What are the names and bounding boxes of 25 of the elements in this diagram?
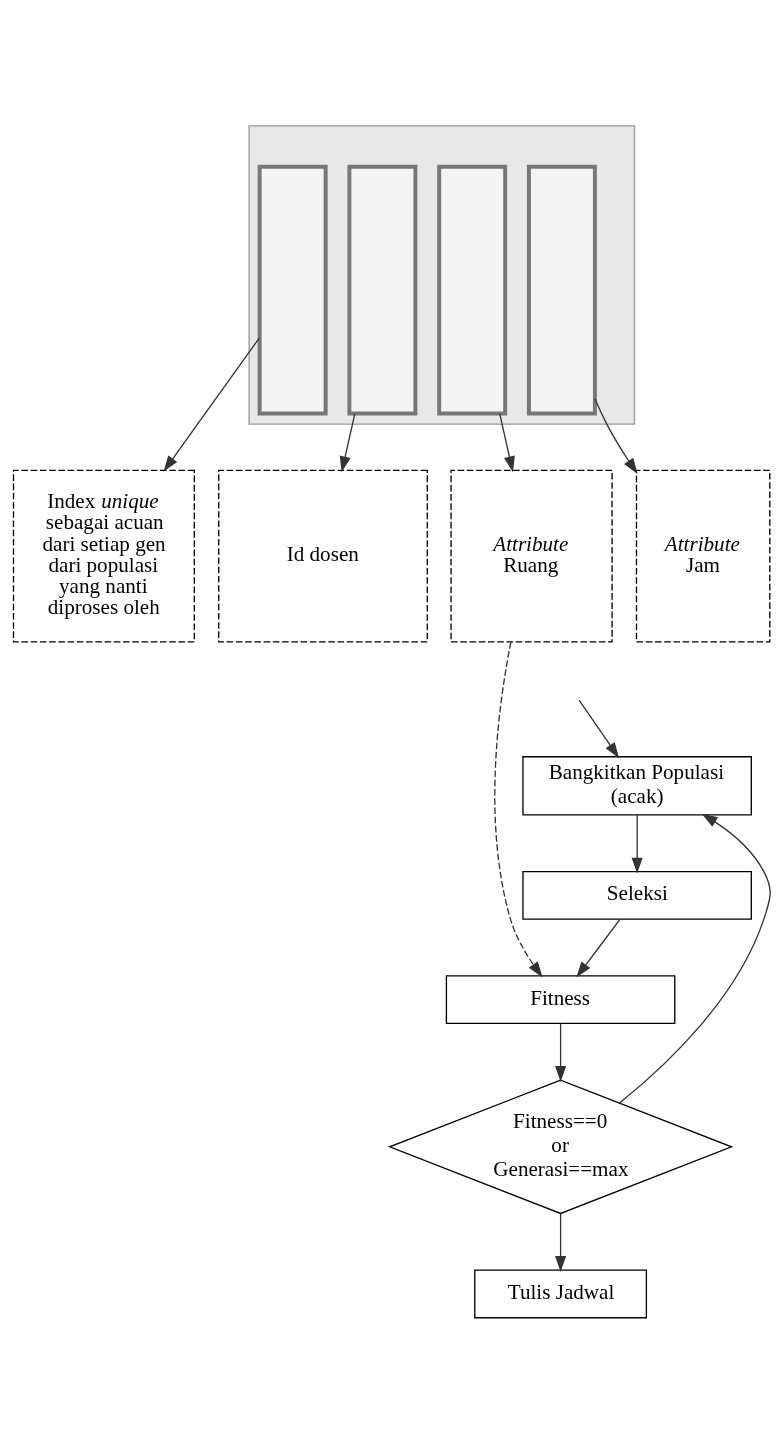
arrow: [555, 1022, 567, 1082]
node-box: Id dosen: [218, 469, 428, 643]
node-box: Attribute Ruang: [450, 469, 613, 643]
arrow: [163, 337, 260, 472]
cluster: [248, 125, 636, 425]
arrow: [578, 699, 620, 759]
arrow: [499, 413, 515, 473]
arrow: [494, 641, 543, 978]
node-box: Index unique sebagai acuan dari setiap gen dari populasi yang nanti diproses oleh: [12, 469, 195, 643]
arrow: [631, 814, 643, 874]
node-box: Seleksi: [522, 870, 752, 920]
node-diamond: Fitness==0 or Generasi==max: [387, 1079, 734, 1215]
node-box: [526, 164, 597, 416]
node-box: Attribute Jam: [635, 469, 771, 643]
arrow: [555, 1212, 567, 1272]
node-box: [437, 164, 508, 416]
node-box: Fitness: [445, 975, 676, 1025]
node-box: Tulis Jadwal: [474, 1269, 648, 1319]
arrow: [618, 813, 771, 1104]
node-box: [257, 164, 328, 416]
arrow: [576, 918, 621, 978]
node-box: [347, 164, 418, 416]
arrow: [594, 398, 638, 474]
arrow: [339, 413, 356, 473]
node-box: Bangkitkan Populasi (acak): [522, 756, 752, 816]
